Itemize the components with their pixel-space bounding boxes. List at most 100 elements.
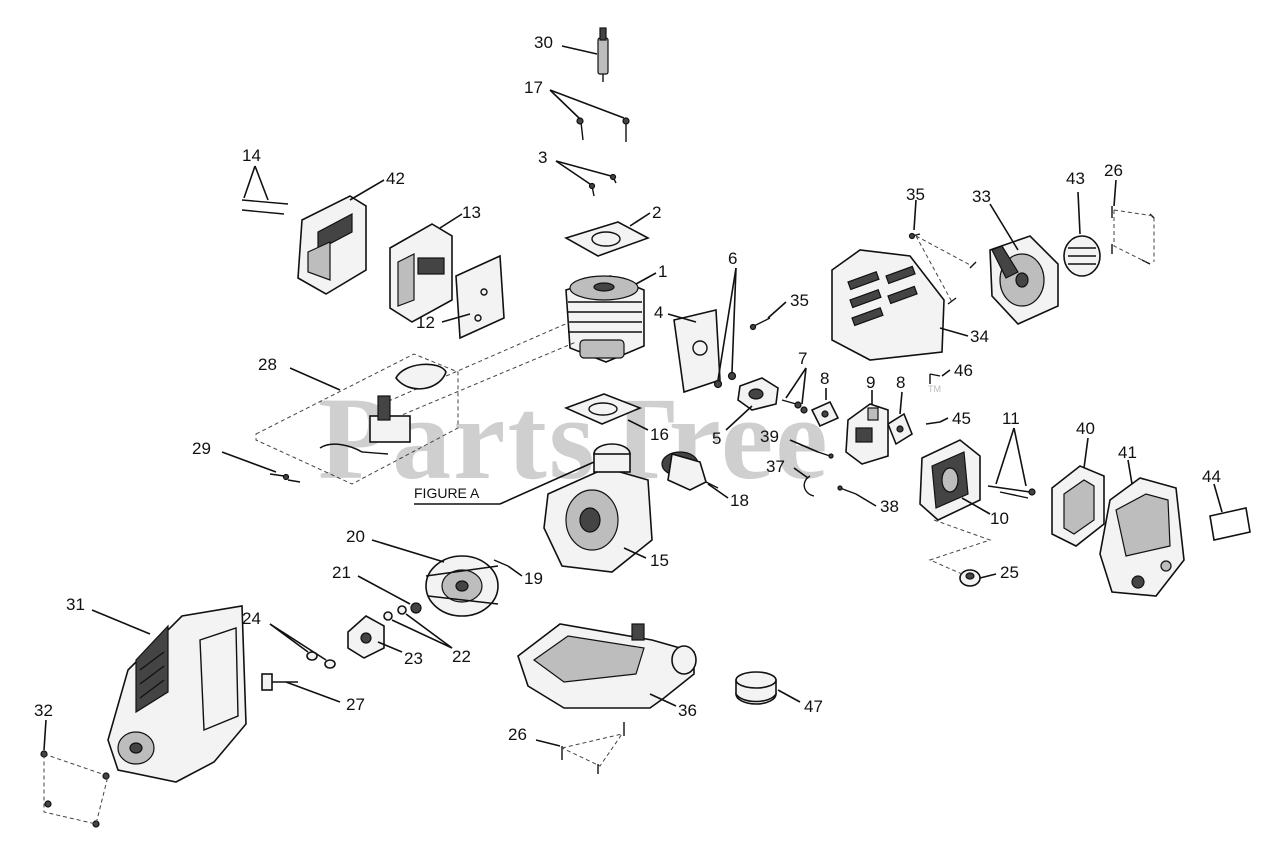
part-42-cover[interactable] <box>297 195 367 295</box>
part-13-muffler[interactable] <box>389 223 453 323</box>
part-28-ignition-module[interactable] <box>255 353 459 485</box>
part-21-nut[interactable] <box>410 602 422 614</box>
part-38-pin[interactable] <box>837 485 857 495</box>
part-35-screw-left[interactable] <box>749 317 771 331</box>
callout-37[interactable]: 37 <box>766 457 785 476</box>
callout-5[interactable]: 5 <box>712 429 721 448</box>
callout-16[interactable]: 16 <box>650 425 669 444</box>
guide-26-bottom <box>560 733 624 767</box>
part-22-washers[interactable] <box>383 605 407 621</box>
callout-38[interactable]: 38 <box>880 497 899 516</box>
callout-25[interactable]: 25 <box>1000 563 1019 582</box>
callout-6[interactable]: 6 <box>728 249 737 268</box>
part-35-screws-right[interactable] <box>908 232 977 305</box>
callout-13[interactable]: 13 <box>462 203 481 222</box>
part-31-engine-cover[interactable] <box>107 605 247 783</box>
part-14-pins[interactable] <box>241 199 289 215</box>
callout-30[interactable]: 30 <box>534 33 553 52</box>
callout-8-left[interactable]: 8 <box>820 369 829 388</box>
callout-27[interactable]: 27 <box>346 695 365 714</box>
part-44-label[interactable] <box>1209 507 1251 541</box>
callout-24[interactable]: 24 <box>242 609 261 628</box>
callout-7[interactable]: 7 <box>798 349 807 368</box>
callout-17[interactable]: 17 <box>524 78 543 97</box>
callout-20[interactable]: 20 <box>346 527 365 546</box>
part-32-screws[interactable] <box>40 750 110 828</box>
callout-21[interactable]: 21 <box>332 563 351 582</box>
part-43-decal[interactable] <box>1063 235 1101 277</box>
part-2-gasket[interactable] <box>563 221 650 257</box>
callout-4[interactable]: 4 <box>654 303 663 322</box>
part-15-crankcase[interactable] <box>543 443 653 573</box>
callout-12[interactable]: 12 <box>416 313 435 332</box>
callout-40[interactable]: 40 <box>1076 419 1095 438</box>
callout-8-right[interactable]: 8 <box>896 373 905 392</box>
callout-35-left[interactable]: 35 <box>790 291 809 310</box>
callout-23[interactable]: 23 <box>404 649 423 668</box>
part-11-screws[interactable] <box>987 485 1036 499</box>
callout-1[interactable]: 1 <box>658 262 667 281</box>
part-45-washer[interactable] <box>925 421 941 425</box>
part-40-air-filter[interactable] <box>1051 465 1105 547</box>
callout-31[interactable]: 31 <box>66 595 85 614</box>
callout-2[interactable]: 2 <box>652 203 661 222</box>
part-18-fuel-component[interactable] <box>661 451 719 491</box>
part-6-nuts[interactable] <box>713 371 737 389</box>
part-24-washers[interactable] <box>306 651 336 669</box>
callout-43[interactable]: 43 <box>1066 169 1085 188</box>
leader-11a <box>995 427 1015 485</box>
part-3-screws[interactable] <box>588 173 617 197</box>
part-25-primer-bulb[interactable] <box>959 569 981 587</box>
part-30-spark-plug[interactable] <box>597 27 609 82</box>
part-41-filter-cover[interactable] <box>1099 477 1185 597</box>
part-7-screws[interactable] <box>781 399 808 414</box>
part-34-fan-housing[interactable] <box>831 249 945 361</box>
part-17-studs[interactable] <box>576 117 630 142</box>
part-36-fuel-tank[interactable] <box>517 623 697 709</box>
callout-47[interactable]: 47 <box>804 697 823 716</box>
callout-35-right[interactable]: 35 <box>906 185 925 204</box>
callout-22[interactable]: 22 <box>452 647 471 666</box>
part-16-base-gasket[interactable] <box>563 393 643 425</box>
callout-42[interactable]: 42 <box>386 169 405 188</box>
callout-10[interactable]: 10 <box>990 509 1009 528</box>
part-1-cylinder[interactable] <box>565 275 645 363</box>
callout-34[interactable]: 34 <box>970 327 989 346</box>
part-5-spacer[interactable] <box>737 377 779 411</box>
callout-29[interactable]: 29 <box>192 439 211 458</box>
part-46-screw[interactable] <box>929 373 941 384</box>
callout-32[interactable]: 32 <box>34 701 53 720</box>
part-4-intake-plate[interactable] <box>673 309 721 394</box>
callout-11[interactable]: 11 <box>1002 409 1020 428</box>
part-29-screws[interactable] <box>269 473 301 483</box>
part-23-clutch[interactable] <box>347 615 385 659</box>
part-20-flywheel[interactable] <box>425 555 499 617</box>
callout-18[interactable]: 18 <box>730 491 749 510</box>
callout-46[interactable]: 46 <box>954 361 973 380</box>
callout-26-bottom[interactable]: 26 <box>508 725 527 744</box>
callout-39[interactable]: 39 <box>760 427 779 446</box>
part-8-gasket-left[interactable] <box>810 400 840 428</box>
part-12-heat-shield[interactable] <box>455 254 505 340</box>
part-26-screws-bottom[interactable] <box>561 722 625 774</box>
part-9-carburetor[interactable] <box>845 403 889 465</box>
part-19-key[interactable] <box>493 559 509 567</box>
callout-3[interactable]: 3 <box>538 148 547 167</box>
callout-14[interactable]: 14 <box>242 146 261 165</box>
callout-45[interactable]: 45 <box>952 409 971 428</box>
callout-26-top[interactable]: 26 <box>1104 161 1123 180</box>
part-10-air-filter-base[interactable] <box>919 439 981 521</box>
part-33-starter[interactable] <box>989 235 1059 325</box>
part-27-bolt[interactable] <box>261 673 298 691</box>
callout-41[interactable]: 41 <box>1118 443 1137 462</box>
callout-36[interactable]: 36 <box>678 701 697 720</box>
part-39-screw[interactable] <box>817 451 834 459</box>
callout-19[interactable]: 19 <box>524 569 543 588</box>
callout-9[interactable]: 9 <box>866 373 875 392</box>
callout-33[interactable]: 33 <box>972 187 991 206</box>
callout-28[interactable]: 28 <box>258 355 277 374</box>
callout-44[interactable]: 44 <box>1202 467 1221 486</box>
part-8-gasket-right[interactable] <box>887 412 913 446</box>
part-47-fuel-cap[interactable] <box>735 671 777 705</box>
callout-15[interactable]: 15 <box>650 551 669 570</box>
